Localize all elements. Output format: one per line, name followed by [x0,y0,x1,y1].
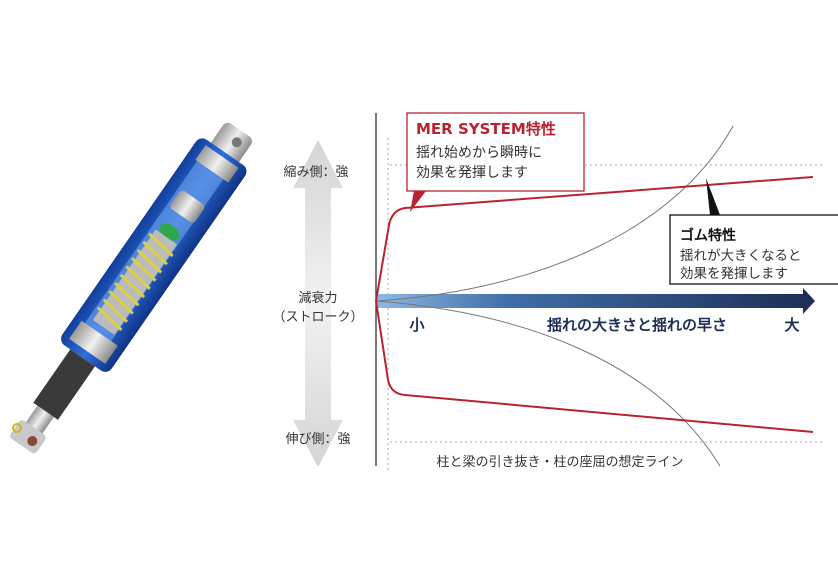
damper-spring [96,232,174,332]
rubber-callout-line1: 揺れが大きくなると [680,248,802,264]
x-axis-small-label: 小 [409,316,424,334]
rubber-callout-box [669,214,838,285]
x-axis-title: 揺れの大きさと揺れの早さ [547,316,727,334]
rubber-curve-lower [375,300,721,467]
damping-force-label: 減衰力 [298,290,337,306]
stroke-label: （ストローク） [272,310,363,325]
damper-bottom-clevis [10,420,46,454]
extension-strong-label: 伸び側：強 [285,432,350,447]
damper-bottom-pin [12,423,23,434]
mer-callout-pointer [410,191,426,212]
rubber-callout-pointer [706,178,720,215]
mer-callout-line1: 揺れ始めから瞬時に [416,145,542,161]
mer-callout-box [406,112,585,192]
mer-callout-title: MER SYSTEM特性 [416,120,556,138]
threshold-caption: 柱と梁の引き抜き・柱の座屈の想定ライン [436,454,683,470]
damper-piston [170,190,205,223]
damper-lower-collar [69,320,118,364]
compression-strong-label: 縮み側：強 [283,164,348,180]
mer-system-callout: MER SYSTEM特性 揺れ始めから瞬時に 効果を発揮します [406,112,585,212]
damper-rod [33,349,95,420]
rubber-callout: ゴム特性 揺れが大きくなると 効果を発揮します [669,178,838,285]
damper-bottom-bolt [27,436,38,447]
x-axis-arrow [376,288,815,314]
mer-curve-upper [375,176,814,302]
rubber-callout-title: ゴム特性 [680,227,736,244]
mer-curve-lower [375,300,814,433]
rubber-callout-line2: 効果を発揮します [680,266,788,282]
damper-top-eye [231,137,242,148]
mer-callout-line2: 効果を発揮します [416,165,528,181]
damping-force-double-arrow [293,140,343,467]
x-axis-large-label: 大 [784,316,799,334]
damper-inner-cap [195,145,239,183]
rubber-curve-upper [375,125,734,302]
damper-illustration [10,122,252,454]
